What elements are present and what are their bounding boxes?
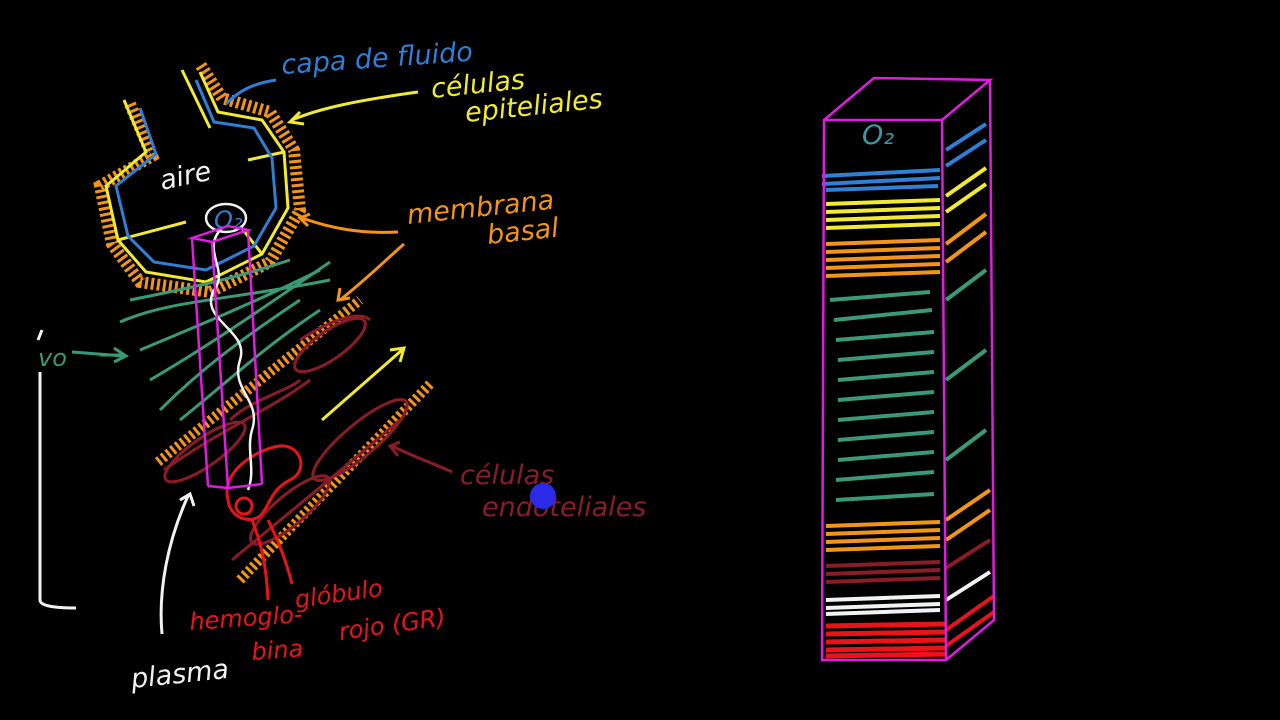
column-layer-plasma bbox=[825, 594, 941, 616]
epithelial-pointer bbox=[286, 90, 419, 126]
endothelial-pointer bbox=[387, 440, 453, 474]
diffusion-column-small bbox=[187, 224, 264, 490]
endothelial-label-line2: endoteliales bbox=[482, 492, 646, 523]
capillary-basement-upper bbox=[154, 296, 364, 466]
column-layer-epithelial bbox=[825, 198, 941, 230]
basement-pointer-bottom bbox=[336, 242, 405, 302]
plasma-label: plasma bbox=[128, 654, 230, 695]
interstitium bbox=[100, 258, 331, 422]
capillary-endothelial-upper bbox=[163, 314, 372, 472]
alveolus-air-label: aire bbox=[157, 156, 214, 197]
hemoglobin-dot bbox=[234, 496, 254, 516]
column-layer-red-cell bbox=[825, 621, 947, 659]
blood-flow-arrow bbox=[321, 346, 407, 422]
column-layer-endothelial bbox=[825, 560, 941, 584]
interstitium-arrow bbox=[71, 346, 129, 364]
hemoglobin-pointer bbox=[250, 519, 270, 601]
alveolus-epithelial-cells bbox=[104, 69, 290, 284]
red-cell-label-line2: rojo (GR) bbox=[337, 603, 447, 646]
oxygen-path bbox=[209, 227, 256, 491]
alveolus-fluid-layer bbox=[114, 79, 278, 272]
red-cell-pointer bbox=[266, 519, 294, 585]
hemoglobin-label-line1: hemoglo- bbox=[188, 600, 303, 636]
column-layer-fluid bbox=[821, 168, 941, 192]
basement-label-line2: basal bbox=[485, 213, 560, 251]
column-layer-basement-lower bbox=[825, 520, 941, 552]
column-layer-interstitium bbox=[829, 290, 935, 502]
hemoglobin-label-line2: bina bbox=[250, 634, 304, 666]
column-o2-label: O₂ bbox=[862, 120, 894, 151]
presenter-pointer bbox=[530, 483, 556, 509]
oxygen-molecule bbox=[204, 202, 248, 234]
capillary-basement-lower bbox=[236, 378, 436, 584]
alveolus: aire bbox=[93, 60, 307, 299]
left-bracket bbox=[36, 329, 77, 610]
plasma-pointer bbox=[159, 491, 196, 635]
interstitium-label: vo bbox=[38, 344, 67, 372]
red-blood-cell bbox=[225, 444, 303, 521]
diffusion-column: O₂ bbox=[820, 76, 996, 662]
column-outline bbox=[820, 76, 996, 662]
red-cell-label-line1: glóbulo bbox=[293, 574, 384, 614]
column-layer-basement bbox=[825, 238, 941, 278]
capillary bbox=[154, 296, 436, 584]
basement-pointer-top bbox=[297, 212, 399, 234]
column-side-hatching bbox=[944, 122, 996, 648]
alveolus-basement-membrane bbox=[93, 60, 307, 299]
fluid-layer-pointer bbox=[224, 78, 277, 106]
